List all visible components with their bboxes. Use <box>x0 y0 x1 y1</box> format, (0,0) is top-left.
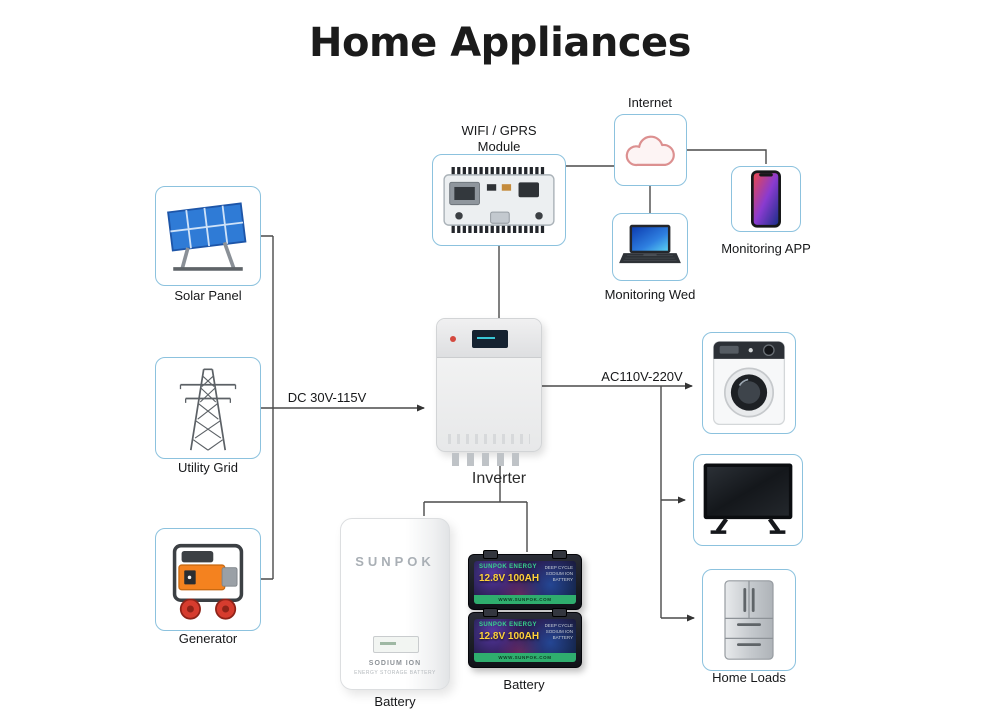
battery-pack-spec: 12.8V 100AH <box>479 573 540 584</box>
monitoring-app-label: Monitoring APP <box>721 241 811 256</box>
wifi-module-icon <box>443 166 555 234</box>
battery-pack-desc: DEEP CYCLE SODIUM ION BATTERY <box>544 623 573 641</box>
monitoring-web-label: Monitoring Wed <box>604 287 696 302</box>
wall-battery-brand: SUNPOK <box>355 554 435 569</box>
inverter-display <box>472 330 508 348</box>
utility-grid-icon <box>179 368 237 451</box>
inverter-label: Inverter <box>471 470 527 487</box>
washing-machine-icon <box>712 340 786 426</box>
home-loads-label: Home Loads <box>712 670 786 685</box>
tv-box <box>693 454 803 546</box>
battery-terminal-icon <box>552 550 567 559</box>
wall-battery-device: SUNPOK SODIUM ION ENERGY STORAGE BATTERY <box>340 518 450 690</box>
utility-grid-box <box>155 357 261 459</box>
wifi-module-box <box>432 154 566 246</box>
inverter-device <box>436 318 542 466</box>
battery-pack-label-panel: SUNPOK ENERGY 12.8V 100AH DEEP CYCLE SOD… <box>474 619 576 662</box>
refrigerator-icon <box>724 580 774 660</box>
monitoring-web-box <box>612 213 688 281</box>
battery-terminal-icon <box>483 550 498 559</box>
battery-pack-spec: 12.8V 100AH <box>479 631 540 642</box>
monitoring-app-phone-icon <box>751 170 781 228</box>
wall-battery-label: Battery <box>374 694 416 709</box>
cloud-to-phone-line <box>687 149 767 164</box>
generator-box <box>155 528 261 631</box>
inverter-vents <box>448 434 530 444</box>
monitoring-web-laptop-icon <box>619 224 681 264</box>
internet-label: Internet <box>627 95 673 110</box>
wall-battery-display <box>373 636 419 653</box>
solar-panel-label: Solar Panel <box>174 288 242 303</box>
wifi-module-label: WIFI / GPRS Module <box>461 123 537 154</box>
inverter-connectors <box>452 453 526 466</box>
battery-terminal-icon <box>552 608 567 617</box>
battery-pack-label-panel: SUNPOK ENERGY 12.8V 100AH DEEP CYCLE SOD… <box>474 561 576 604</box>
wall-battery-body <box>340 518 450 690</box>
solar-panel-box <box>155 186 261 286</box>
wall-battery-subtype: ENERGY STORAGE BATTERY <box>354 670 436 676</box>
battery-pack-site: WWW.SUNPOK.COM <box>474 595 576 604</box>
internet-box <box>614 114 687 186</box>
wall-battery-type: SODIUM ION <box>368 660 422 667</box>
ac-voltage-label: AC110V-220V <box>601 369 683 384</box>
battery-pack-1: SUNPOK ENERGY 12.8V 100AH DEEP CYCLE SOD… <box>468 550 582 610</box>
battery-pack-brand: SUNPOK ENERGY <box>479 564 537 570</box>
battery-pack-label: Battery <box>503 677 545 692</box>
monitoring-app-box <box>731 166 801 232</box>
solar-panel-icon <box>167 202 247 271</box>
battery-pack-brand: SUNPOK ENERGY <box>479 622 537 628</box>
inverter-led <box>450 336 456 342</box>
washing-machine-box <box>702 332 796 434</box>
dc-voltage-label: DC 30V-115V <box>287 390 367 405</box>
battery-pack-desc: DEEP CYCLE SODIUM ION BATTERY <box>544 565 573 583</box>
battery-pack-2: SUNPOK ENERGY 12.8V 100AH DEEP CYCLE SOD… <box>468 608 582 668</box>
page-title: Home Appliances <box>309 20 691 66</box>
generator-icon <box>172 543 244 620</box>
battery-terminal-icon <box>483 608 498 617</box>
refrigerator-box <box>702 569 796 671</box>
tv-icon <box>703 463 793 534</box>
internet-cloud-icon <box>625 135 675 166</box>
utility-grid-label: Utility Grid <box>178 460 238 475</box>
battery-pack-site: WWW.SUNPOK.COM <box>474 653 576 662</box>
generator-label: Generator <box>178 631 238 646</box>
